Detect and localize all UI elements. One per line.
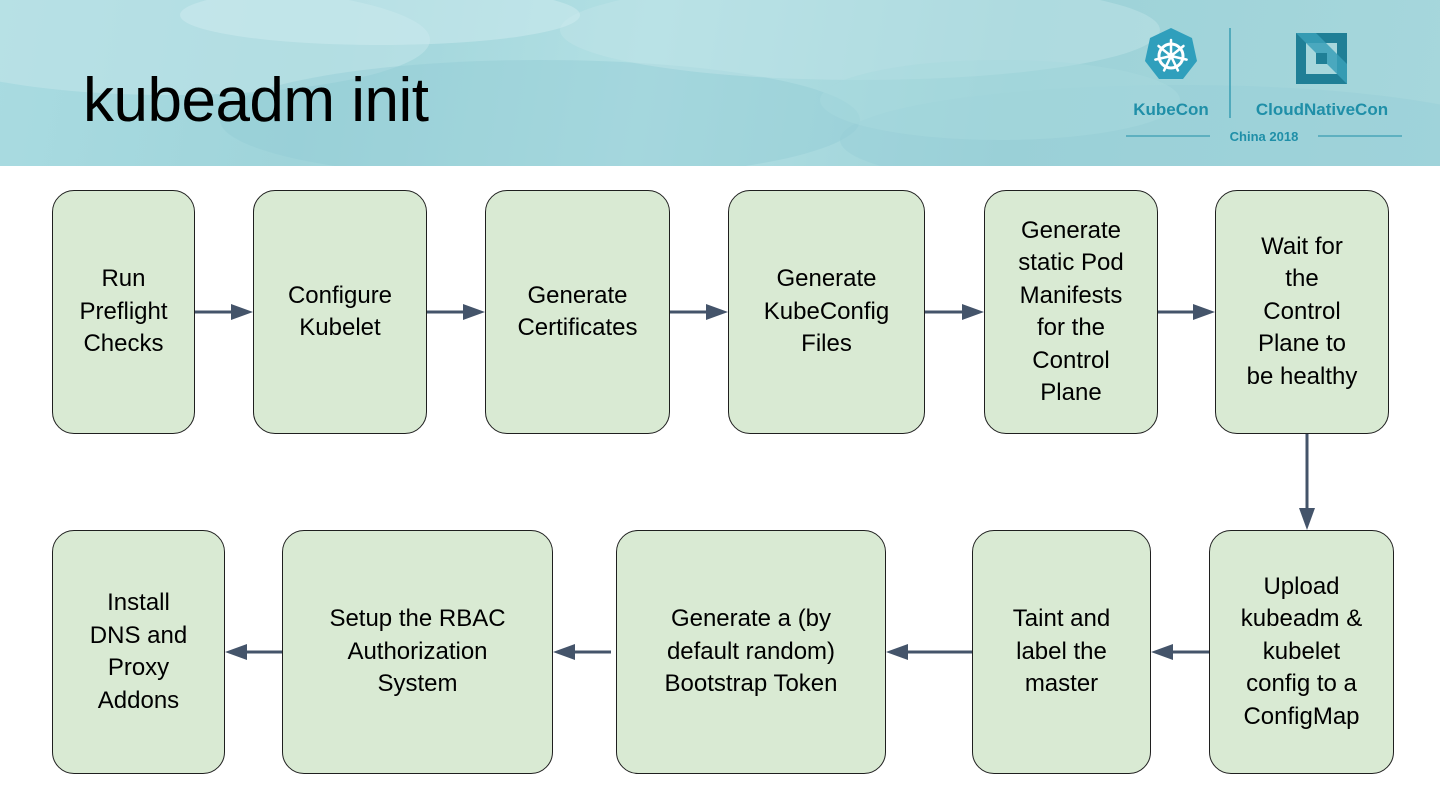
step-label: Run Preflight Checks: [79, 265, 168, 358]
watercolor-background: [0, 0, 1440, 166]
step-generate-static-pod-manifests: Generate static Pod Manifests for the Co…: [984, 190, 1158, 434]
step-configure-kubelet: Configure Kubelet: [253, 190, 427, 434]
arrowhead: [225, 644, 247, 660]
arrowhead: [706, 304, 728, 320]
step-wait-for-control-plane: Wait for the Control Plane to be healthy: [1215, 190, 1389, 434]
step-generate-bootstrap-token: Generate a (by default random) Bootstrap…: [616, 530, 886, 774]
step-generate-kubeconfig-files: Generate KubeConfig Files: [728, 190, 925, 434]
event-label: China 2018: [1230, 129, 1299, 144]
step-install-addons: Install DNS and Proxy Addons: [52, 530, 225, 774]
step-setup-rbac: Setup the RBAC Authorization System: [282, 530, 553, 774]
slide-title: kubeadm init: [83, 66, 429, 135]
arrowhead: [1193, 304, 1215, 320]
step-label: Configure Kubelet: [287, 281, 393, 342]
arrowhead: [553, 644, 575, 660]
step-label: Taint and label the master: [1012, 605, 1111, 698]
slide-header: kubeadm init KubeCon CloudNativeCon: [0, 0, 1440, 166]
arrowhead: [886, 644, 908, 660]
step-label: Generate static Pod Manifests for the Co…: [1018, 216, 1124, 407]
kubecon-logo-text: KubeCon: [1133, 100, 1209, 119]
arrowhead: [463, 304, 485, 320]
step-label: Install DNS and Proxy Addons: [89, 589, 188, 714]
step-label: Upload kubeadm & kubelet config to a Con…: [1240, 572, 1363, 730]
kubecon-cloudnativecon-logo: KubeCon CloudNativeCon China 2018: [1126, 28, 1402, 144]
step-label: Generate Certificates: [517, 281, 638, 342]
arrowhead: [962, 304, 984, 320]
step-taint-and-label-master: Taint and label the master: [972, 530, 1151, 774]
step-label: Generate KubeConfig Files: [763, 265, 890, 358]
step-label: Generate a (by default random) Bootstrap…: [664, 605, 838, 698]
cncf-icon: [1296, 33, 1347, 84]
step-upload-config: Upload kubeadm & kubelet config to a Con…: [1209, 530, 1394, 774]
step-label: Setup the RBAC Authorization System: [329, 605, 506, 698]
step-run-preflight-checks: Run Preflight Checks: [52, 190, 195, 434]
arrowhead: [231, 304, 253, 320]
arrowhead: [1299, 508, 1315, 530]
kubernetes-helm-wheel-icon: [1145, 28, 1197, 79]
step-label: Wait for the Control Plane to be healthy: [1246, 232, 1358, 390]
cloudnativecon-logo-text: CloudNativeCon: [1256, 100, 1388, 119]
arrowhead: [1151, 644, 1173, 660]
step-generate-certificates: Generate Certificates: [485, 190, 670, 434]
